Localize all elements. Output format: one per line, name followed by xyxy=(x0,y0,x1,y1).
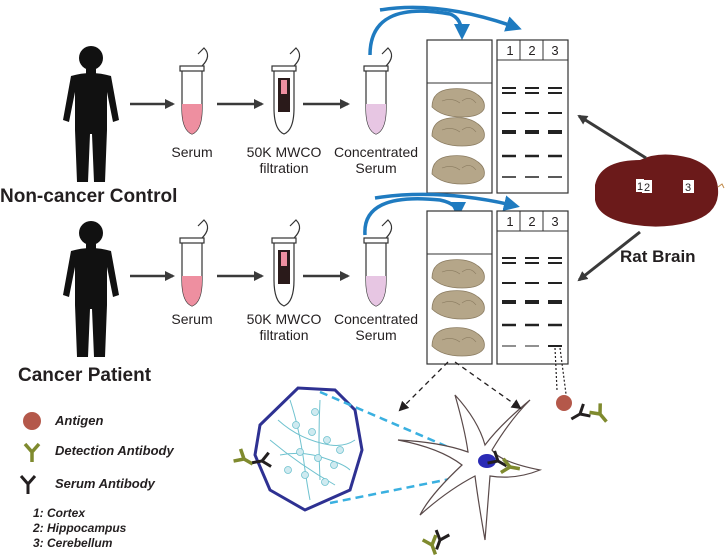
zoom-dash-upper xyxy=(319,390,456,452)
arrow-brain-to-blot-2 xyxy=(577,230,641,282)
label-concentrated-2a: Concentrated xyxy=(334,311,418,327)
lane-3-cancer: 3 xyxy=(551,214,558,229)
label-filtration-1b: filtration xyxy=(259,160,308,176)
western-blot-cancer: 1 2 3 xyxy=(496,210,569,365)
legend-antigen: Antigen xyxy=(54,413,103,428)
lane-3-control: 3 xyxy=(551,43,558,58)
dash-arrow-slice-left xyxy=(398,361,449,412)
filter-tube-control xyxy=(271,47,301,135)
western-blot-control: 1 2 3 xyxy=(496,39,569,194)
label-filtration-2a: 50K MWCO xyxy=(247,311,322,327)
antigen-complex xyxy=(556,395,614,428)
legend-serum-antibody: Serum Antibody xyxy=(55,476,156,491)
concentrated-tube-cancer xyxy=(363,219,393,307)
person-control-icon xyxy=(63,46,119,182)
dash-arrow-slice-right xyxy=(454,361,522,410)
label-serum-1: Serum xyxy=(171,144,212,160)
person-cancer-icon xyxy=(63,221,119,357)
serum-tube-control xyxy=(179,47,209,135)
antibody-cluster-bottom xyxy=(420,528,451,558)
brain-region-1: 1 xyxy=(637,181,643,193)
label-serum-2: Serum xyxy=(171,311,212,327)
legend-detection-antibody: Detection Antibody xyxy=(55,443,174,458)
brain-region-3: 3 xyxy=(685,182,691,194)
neuron-cell xyxy=(397,394,543,541)
rat-brain-label: Rat Brain xyxy=(620,247,696,266)
label-concentrated-2b: Serum xyxy=(355,327,396,343)
lane-2-cancer: 2 xyxy=(528,214,535,229)
serum-antibody-legend-icon xyxy=(19,474,37,496)
blue-arrow-to-blot-2 xyxy=(374,192,520,212)
blue-arrow-to-blot-1 xyxy=(379,5,522,32)
group-label-cancer: Cancer Patient xyxy=(18,365,152,386)
lane-1-cancer: 1 xyxy=(506,214,513,229)
label-concentrated-1b: Serum xyxy=(355,160,396,176)
detection-antibody-legend-icon xyxy=(23,442,41,464)
legend-region-2: 2: Hippocampus xyxy=(32,521,127,535)
label-filtration-1a: 50K MWCO xyxy=(247,144,322,160)
concentrated-tube-control xyxy=(363,47,393,135)
legend-region-3: 3: Cerebellum xyxy=(33,536,113,550)
group-label-control: Non-cancer Control xyxy=(0,186,177,207)
cell-nucleus xyxy=(478,454,496,468)
brain-region-2: 2 xyxy=(644,182,650,194)
blue-arrow-to-slices-1 xyxy=(368,9,470,56)
zoom-dash-lower xyxy=(329,476,456,505)
serum-tube-cancer xyxy=(179,219,209,307)
rat-brain: 1 2 3 xyxy=(595,154,725,227)
label-filtration-2b: filtration xyxy=(259,327,308,343)
lane-2-control: 2 xyxy=(528,43,535,58)
legend-region-1: 1: Cortex xyxy=(33,506,86,520)
zoom-circle xyxy=(253,386,364,512)
arrow-brain-to-blot-1 xyxy=(577,114,647,160)
blue-arrow-to-slices-2 xyxy=(363,197,466,236)
dash-band-to-antigen xyxy=(554,347,567,395)
antigen-legend-icon xyxy=(23,412,41,430)
lane-1-control: 1 xyxy=(506,43,513,58)
filter-tube-cancer xyxy=(271,219,301,307)
label-concentrated-1a: Concentrated xyxy=(334,144,418,160)
